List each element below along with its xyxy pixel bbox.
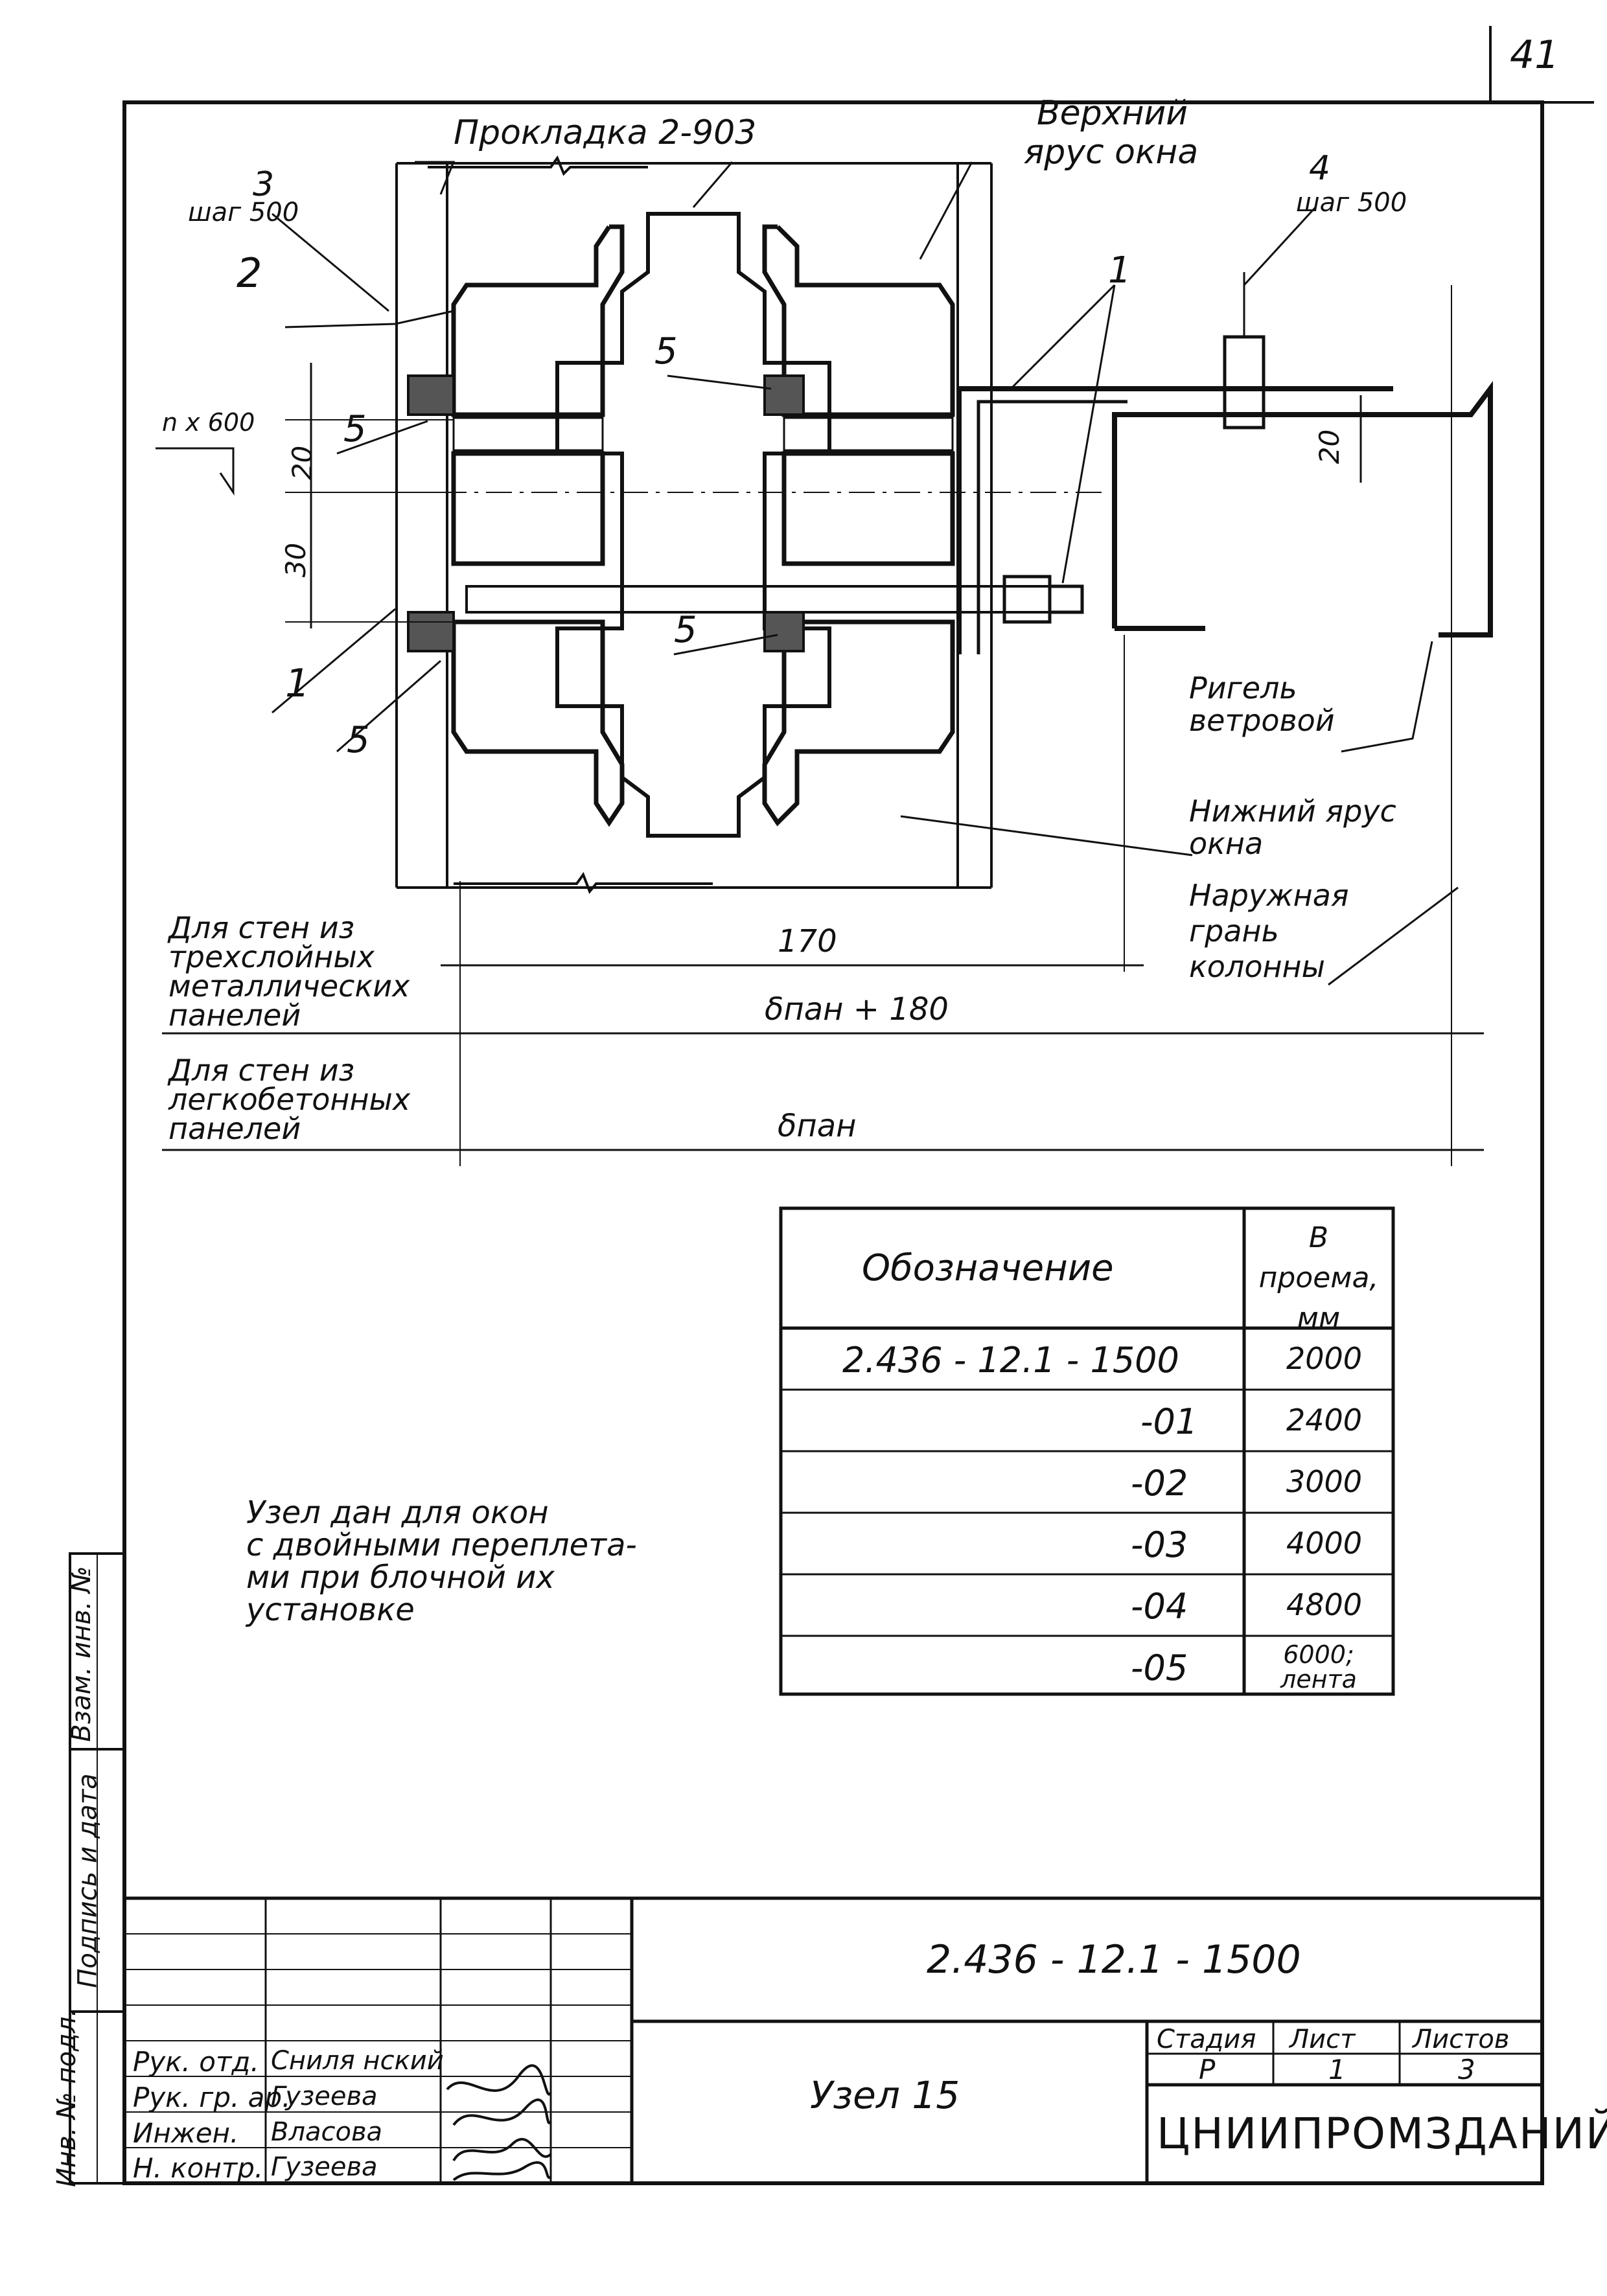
spec-table-grid — [779, 1206, 1395, 1696]
dim-20-right: 20 — [1313, 429, 1346, 465]
wall-type-3layer-3: металлических — [168, 969, 410, 1004]
label-upper-tier-1: Верхний — [1037, 94, 1188, 133]
wall-type-concrete-1: Для стен из — [168, 1053, 355, 1088]
title-node: Узел 15 — [810, 2073, 960, 2117]
label-wind-girder-1: Ригель — [1189, 671, 1297, 706]
signer-name: Гузеева — [271, 2082, 378, 2111]
spec-row-designation: -05 — [1131, 1647, 1188, 1688]
label-gasket: Прокладка 2-903 — [454, 113, 757, 152]
title-sheet: 1 — [1328, 2054, 1346, 2085]
title-sheets-label: Листов — [1413, 2025, 1510, 2054]
spec-row-designation: -03 — [1131, 1524, 1188, 1565]
side-stamp-inv: Инв. № подл. — [51, 2008, 82, 2187]
label-item3-num: 3 — [253, 165, 275, 204]
title-sheets: 3 — [1458, 2054, 1475, 2085]
label-column-face-1: Наружная — [1189, 878, 1349, 913]
label-item5-c: 5 — [674, 609, 697, 651]
wall-type-3layer-1: Для стен из — [168, 910, 355, 945]
label-lower-tier-1: Нижний ярус — [1189, 794, 1396, 829]
dim-bpan: δпан — [778, 1108, 857, 1144]
dim-bpan-180: δпан + 180 — [765, 991, 949, 1027]
dim-30: 30 — [280, 542, 312, 578]
label-item1-left: 1 — [285, 661, 310, 706]
wall-type-3layer-4: панелей — [168, 998, 301, 1033]
label-item1-top: 1 — [1108, 249, 1131, 292]
spec-row-designation: -02 — [1131, 1463, 1188, 1504]
signer-name: Гузеева — [271, 2152, 378, 2182]
signer-name: Власова — [271, 2117, 383, 2147]
note-line: ми при блочной их — [246, 1559, 555, 1596]
note-line: установке — [246, 1592, 415, 1628]
title-stage-label: Стадия — [1157, 2025, 1256, 2054]
role-label: Рук. гр. ар. — [133, 2082, 291, 2113]
note-block: Узел дан для окон с двойными переплета- … — [246, 1497, 637, 1626]
label-nx600: n x 600 — [162, 408, 255, 437]
spec-row-value: 4000 — [1286, 1526, 1363, 1561]
wall-type-3layer-2: трехслойных — [168, 939, 375, 974]
label-column-face-3: колонны — [1189, 949, 1325, 984]
signatures — [446, 2064, 552, 2181]
spec-row-value: 2400 — [1286, 1403, 1363, 1438]
note-line: Узел дан для окон — [246, 1495, 549, 1531]
role-label: Инжен. — [133, 2117, 239, 2149]
label-column-face-2: грань — [1189, 913, 1279, 948]
title-organization: ЦНИИПРОМЗДАНИЙ — [1157, 2109, 1607, 2159]
label-item4-num: 4 — [1309, 149, 1331, 188]
spec-row-value: 6000; лента — [1280, 1640, 1357, 1693]
wall-type-concrete-2: легкобетонных — [168, 1082, 411, 1117]
dim-170: 170 — [778, 923, 837, 959]
role-label: Рук. отд. — [133, 2046, 259, 2078]
label-upper-tier-2: ярус окна — [1024, 133, 1199, 172]
signer-name: Сниля нский — [271, 2046, 444, 2076]
spec-row-value: 4800 — [1286, 1587, 1363, 1622]
dim-20-left: 20 — [286, 445, 319, 481]
wall-type-concrete-3: панелей — [168, 1111, 301, 1146]
spec-row-designation: 2.436 - 12.1 - 1500 — [842, 1340, 1179, 1381]
spec-header-opening: В проема, мм — [1258, 1221, 1379, 1335]
label-item5-a: 5 — [654, 330, 678, 373]
label-wind-girder-2: ветровой — [1189, 703, 1335, 738]
role-label: Н. контр. — [133, 2152, 264, 2184]
spec-row-designation: -01 — [1140, 1401, 1198, 1442]
label-item5-b: 5 — [343, 408, 367, 450]
spec-header-designation: Обозначение — [862, 1247, 1114, 1289]
sheet-frame — [122, 100, 1544, 2185]
spec-row-designation: -04 — [1131, 1586, 1188, 1627]
label-lower-tier-2: окна — [1189, 826, 1264, 861]
title-sheet-label: Лист — [1289, 2025, 1356, 2054]
window-node-section — [156, 155, 1493, 1166]
sheet-number: 41 — [1510, 32, 1560, 78]
note-line: с двойными переплета- — [246, 1527, 637, 1563]
label-item3-step: шаг 500 — [188, 198, 299, 227]
spec-row-value: 3000 — [1286, 1464, 1363, 1499]
side-stamp-sign: Подпись и дата — [73, 1773, 103, 1988]
side-stamp-replace: Взам. инв. № — [66, 1566, 97, 1742]
title-stage: Р — [1199, 2054, 1216, 2085]
spec-row-value: 2000 — [1286, 1341, 1363, 1376]
label-item2-num: 2 — [237, 249, 262, 297]
title-doc-code: 2.436 - 12.1 - 1500 — [927, 1937, 1301, 1982]
label-item5-d: 5 — [347, 719, 370, 761]
label-item4-step: шаг 500 — [1296, 188, 1407, 218]
